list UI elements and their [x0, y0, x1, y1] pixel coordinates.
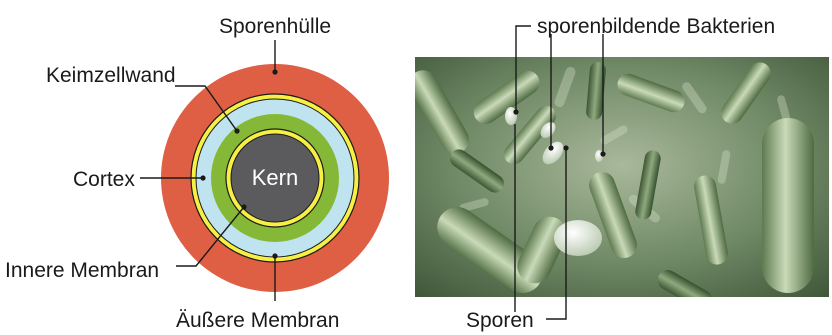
label-spore-coat: Sporenhülle [219, 15, 331, 38]
leader-dot-bacteria-2 [548, 145, 553, 150]
leader-dot-spore-coat [272, 69, 277, 74]
label-cortex: Cortex [73, 168, 135, 191]
leader-dot-spores [563, 145, 568, 150]
spore [554, 220, 602, 256]
label-germ-cell-wall: Keimzellwand [46, 64, 176, 87]
label-inner-membrane: Innere Membran [5, 259, 159, 282]
leader-dot-bacteria [513, 109, 518, 114]
leader-dot-outer-membrane [272, 253, 277, 258]
bacteria-photo [404, 57, 829, 314]
leader-dot-bacteria-3 [600, 151, 605, 156]
bacterium-rod [762, 118, 814, 293]
leader-dot-cortex [200, 175, 205, 180]
core-label: Kern [252, 165, 298, 190]
label-outer-membrane: Äußere Membran [176, 309, 339, 332]
leader-dot-inner-membrane [241, 204, 246, 209]
leader-dot-germ-cell-wall [234, 128, 239, 133]
label-spores: Sporen [466, 309, 534, 332]
label-bacteria: sporenbildende Bakterien [537, 15, 775, 38]
